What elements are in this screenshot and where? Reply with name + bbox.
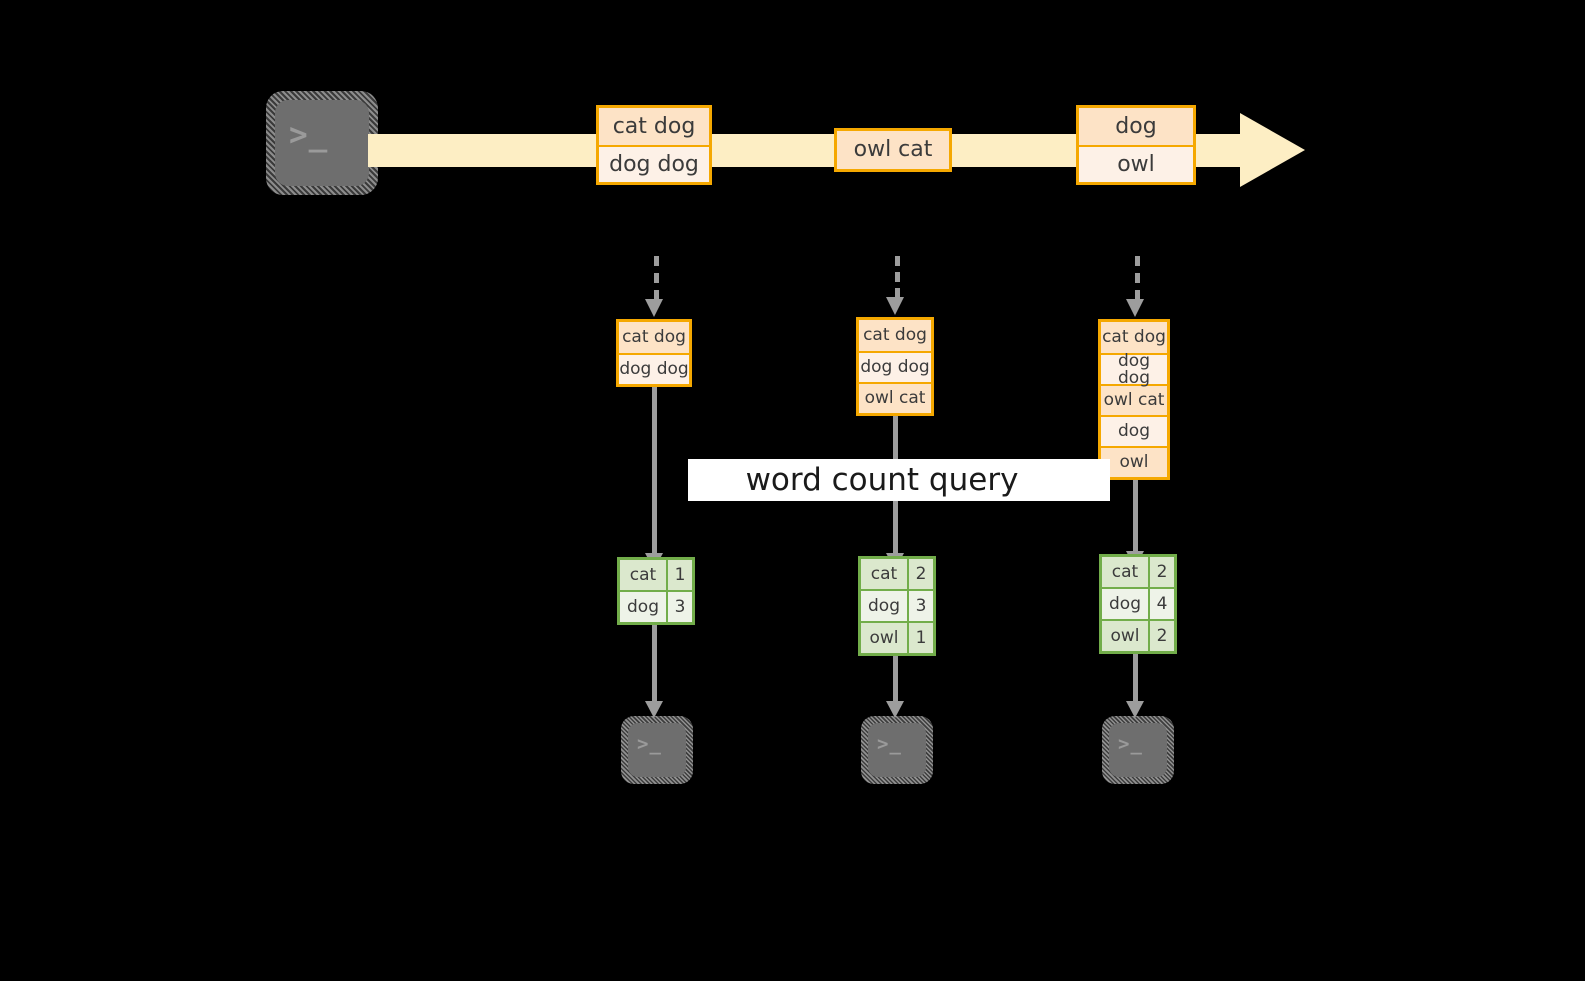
arrow-shaft: [1133, 650, 1138, 702]
table-row: dog 3: [861, 589, 933, 621]
accumulation-line: dog dog: [859, 351, 931, 382]
accumulation-line: owl cat: [859, 382, 931, 413]
stream-event-line: cat dog: [599, 108, 709, 145]
table-cell-word: dog: [861, 591, 907, 621]
accumulation-line: cat dog: [859, 320, 931, 351]
arrow-shaft: [654, 256, 659, 300]
query-label: word count query: [745, 461, 1019, 498]
table-row: cat 2: [1102, 557, 1174, 587]
accumulation-line: owl: [1101, 446, 1167, 477]
accumulation-box: cat dog dog dog: [616, 319, 692, 387]
arrow-shaft: [1135, 256, 1140, 300]
table-cell-count: 1: [907, 623, 933, 653]
terminal-prompt-label: >_: [637, 733, 662, 755]
table-cell-count: 2: [907, 559, 933, 589]
table-cell-word: dog: [620, 592, 666, 622]
accumulation-box: cat dog dog dog owl cat: [856, 317, 934, 416]
stream-event-box: owl cat: [834, 128, 952, 172]
stream-event-box: dog owl: [1076, 105, 1196, 185]
arrow-shaft: [895, 256, 900, 298]
terminal-screen: [275, 100, 369, 186]
table-cell-count: 4: [1148, 589, 1174, 619]
accumulation-line: dog dog: [619, 353, 689, 384]
terminal-prompt-label: >_: [877, 733, 902, 755]
arrow-shaft: [652, 622, 657, 702]
accumulation-box: cat dog dog dog owl cat dog owl: [1098, 319, 1170, 480]
terminal-screen: [628, 723, 686, 777]
stream-event-box: cat dog dog dog: [596, 105, 712, 185]
table-row: dog 4: [1102, 587, 1174, 619]
terminal-screen: [868, 723, 926, 777]
arrow-shaft: [652, 384, 657, 554]
stream-event-line: dog dog: [599, 145, 709, 182]
query-label-band: word count query: [688, 459, 1110, 501]
arrow-shaft: [1133, 476, 1138, 552]
result-table: cat 2 dog 4 owl 2: [1099, 554, 1177, 654]
terminal-prompt-label: >_: [289, 117, 329, 153]
table-cell-word: owl: [861, 623, 907, 653]
table-cell-word: cat: [1102, 557, 1148, 587]
arrow-head-icon: [886, 701, 904, 718]
table-cell-count: 1: [666, 560, 692, 590]
sink-terminal-icon: >_: [1102, 716, 1174, 784]
table-cell-word: cat: [861, 559, 907, 589]
table-cell-count: 3: [666, 592, 692, 622]
accumulation-line: dog dog: [1101, 352, 1167, 386]
arrow-head-icon: [645, 299, 663, 317]
table-cell-word: dog: [1102, 589, 1148, 619]
stream-arrowhead-icon: [1240, 113, 1305, 187]
terminal-screen: [1109, 723, 1167, 777]
stream-event-line: owl cat: [837, 131, 949, 169]
arrow-head-icon: [1126, 701, 1144, 718]
table-row: cat 2: [861, 559, 933, 589]
result-table: cat 2 dog 3 owl 1: [858, 556, 936, 656]
accumulation-line: dog: [1101, 415, 1167, 446]
table-cell-count: 3: [907, 591, 933, 621]
result-table: cat 1 dog 3: [617, 557, 695, 625]
sink-terminal-icon: >_: [861, 716, 933, 784]
table-cell-count: 2: [1148, 557, 1174, 587]
table-row: dog 3: [620, 590, 692, 622]
accumulation-line: cat dog: [619, 322, 689, 353]
table-cell-word: owl: [1102, 621, 1148, 651]
table-row: owl 2: [1102, 619, 1174, 651]
table-row: cat 1: [620, 560, 692, 590]
stream-event-line: owl: [1079, 145, 1193, 182]
arrow-head-icon: [1126, 299, 1144, 317]
accumulation-line: cat dog: [1101, 322, 1167, 353]
sink-terminal-icon: >_: [621, 716, 693, 784]
accumulation-line: owl cat: [1101, 384, 1167, 415]
arrow-head-icon: [886, 297, 904, 315]
arrow-head-icon: [645, 701, 663, 718]
source-terminal-icon: >_: [266, 91, 378, 195]
terminal-prompt-label: >_: [1118, 733, 1143, 755]
stream-event-line: dog: [1079, 108, 1193, 145]
table-row: owl 1: [861, 621, 933, 653]
table-cell-count: 2: [1148, 621, 1174, 651]
arrow-shaft: [893, 652, 898, 702]
table-cell-word: cat: [620, 560, 666, 590]
